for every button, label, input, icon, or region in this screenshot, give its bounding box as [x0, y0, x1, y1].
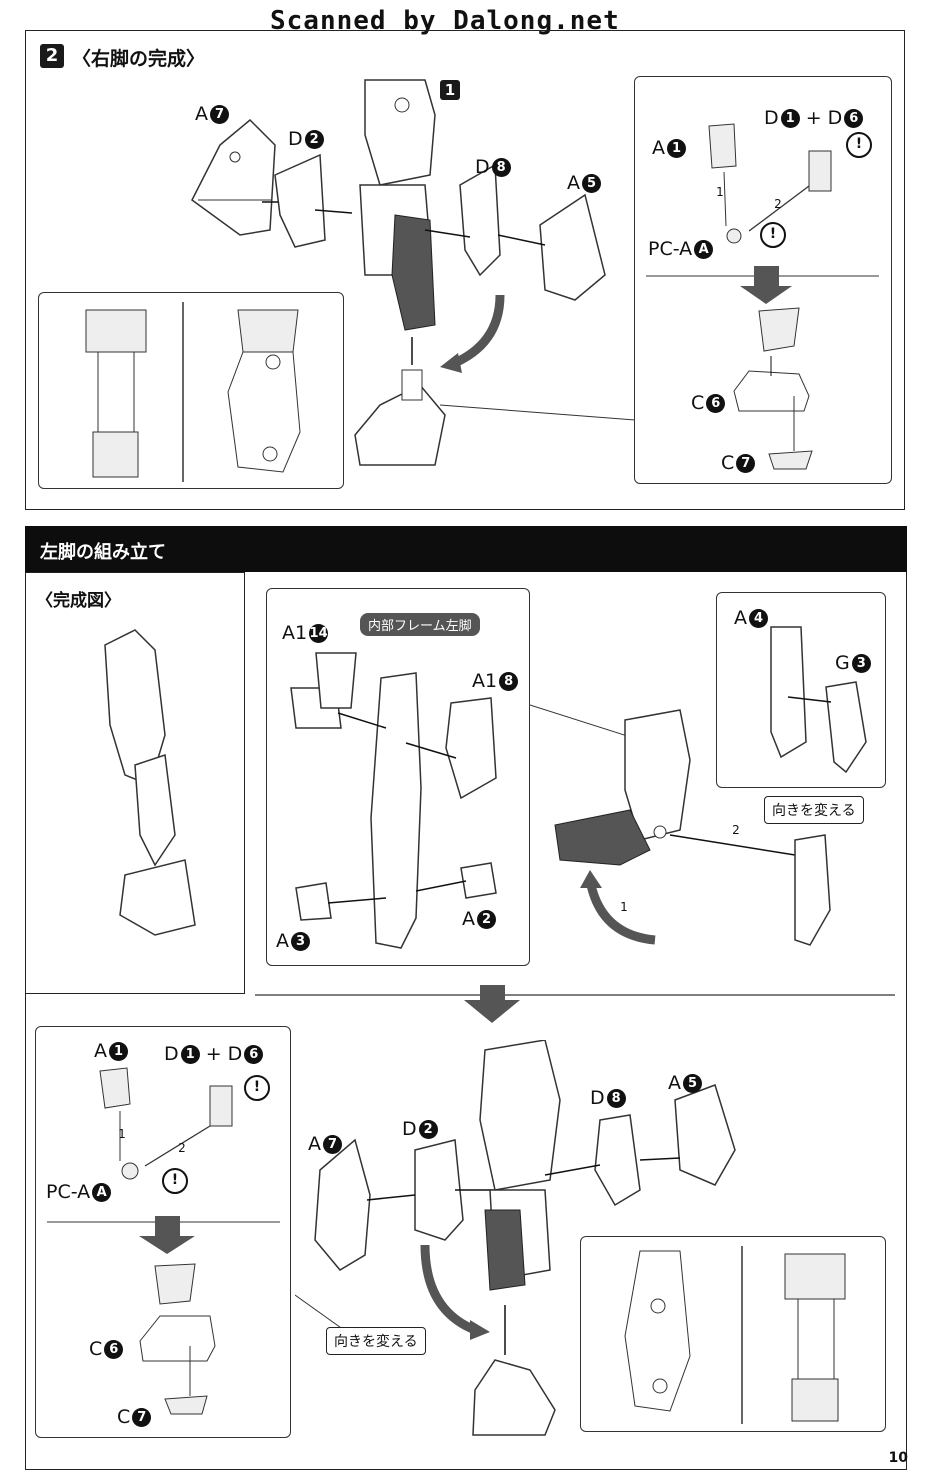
scan-banner: Scanned by Dalong.net — [270, 6, 620, 36]
completed-view-title: 〈完成図〉 — [36, 591, 121, 611]
caution-icon: ! — [244, 1075, 270, 1101]
completed-leg-art — [104, 629, 196, 936]
page-number: 10 — [888, 1450, 908, 1466]
caution-icon: ! — [760, 222, 786, 248]
step-number-hex: 1 — [716, 185, 724, 199]
turn-label: 向きを変える — [326, 1327, 426, 1355]
left-leg-final-art — [295, 1040, 736, 1436]
sub-assembly-bottom-art — [47, 1067, 280, 1415]
completed-view-box — [25, 572, 245, 994]
frame-assembly-art — [290, 652, 497, 949]
detail-inset-bottom-art — [624, 1246, 846, 1424]
step-number-hex: 2 — [178, 1141, 186, 1155]
section-title: 〈右脚の完成〉 — [72, 48, 206, 70]
section-number: 2 — [40, 44, 64, 68]
caution-icon: ! — [162, 1168, 188, 1194]
knee-assembly-art — [530, 704, 831, 946]
step-number-hex: 1 — [620, 900, 628, 914]
caution-icon: ! — [846, 132, 872, 158]
step-number-hex: 1 — [118, 1127, 126, 1141]
step-number-hex: 2 — [774, 197, 782, 211]
sub-assembly-top-art — [646, 123, 879, 470]
step-number-hex: 2 — [732, 823, 740, 837]
right-leg-assembly-art — [191, 79, 636, 466]
detail-inset-top-art — [85, 302, 301, 482]
section-2-frame — [25, 30, 905, 510]
step-divider — [255, 985, 895, 1023]
turn-label: 向きを変える — [764, 796, 864, 824]
left-leg-title: 左脚の組み立て — [40, 542, 166, 563]
grip-detail-art — [770, 626, 867, 774]
step-badge: 1 — [440, 80, 460, 100]
left-leg-header — [25, 526, 907, 572]
frame-label: 内部フレーム左脚 — [360, 613, 480, 636]
